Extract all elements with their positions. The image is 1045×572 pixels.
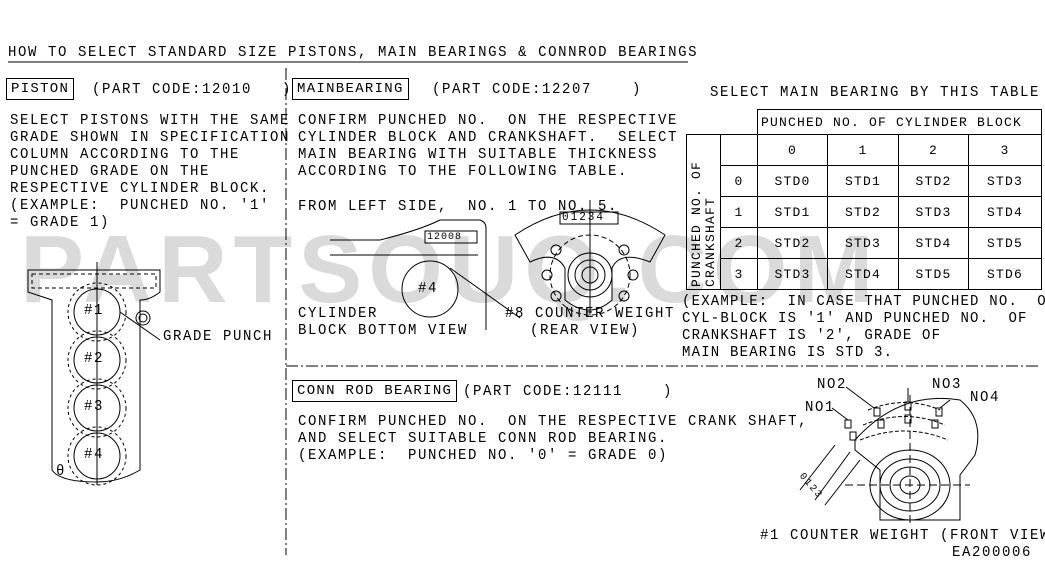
front-view-caption: #1 COUNTER WEIGHT (FRONT VIEW [760, 527, 1045, 545]
row-header-line: CRANKSHAFT [703, 196, 718, 287]
block-caption-2: BLOCK BOTTOM VIEW [298, 322, 469, 340]
text-line: GRADE SHOWN IN SPECIFICATION [10, 129, 291, 147]
text-line: CONFIRM PUNCHED NO. ON THE RESPECTIVE CR… [298, 413, 809, 431]
col-key: 3 [968, 134, 1042, 166]
col-key: 1 [827, 134, 899, 166]
text-line: CYL-BLOCK IS '1' AND PUNCHED NO. OF [682, 310, 1028, 328]
cell: STD3 [968, 165, 1042, 197]
col-key: 2 [898, 134, 969, 166]
text-line: RESPECTIVE CYLINDER BLOCK. [10, 180, 271, 198]
col-key: 0 [757, 134, 828, 166]
main-bearing-instructions: CONFIRM PUNCHED NO. ON THE RESPECTIVE CY… [298, 113, 678, 181]
cell: STD1 [757, 196, 828, 228]
cell: STD5 [898, 258, 969, 290]
cw-caption-2: (REAR VIEW) [530, 322, 641, 340]
block-stamp: 12008 [427, 231, 463, 244]
cell: STD4 [968, 196, 1042, 228]
conn-rod-instructions: CONFIRM PUNCHED NO. ON THE RESPECTIVE CR… [298, 414, 808, 465]
piston-instructions: SELECT PISTONS WITH THE SAME GRADE SHOWN… [10, 113, 290, 232]
cylinder-label-2: #2 [84, 350, 105, 368]
table-row: 2 STD2 STD3 STD4 STD5 [687, 227, 1042, 259]
cell: STD6 [968, 258, 1042, 290]
main-bearing-part-code: (PART CODE:12207 ) [432, 81, 643, 99]
cell: STD4 [827, 258, 899, 290]
cell: STD1 [827, 165, 899, 197]
figure-id: EA200006 [952, 544, 1033, 562]
main-bearing-table: PUNCHED NO. OF CYLINDER BLOCK PUNCHED NO… [686, 109, 1042, 290]
cell: STD5 [968, 227, 1042, 259]
from-left-side-note: FROM LEFT SIDE, NO. 1 TO NO. 5. [298, 198, 619, 216]
cell: STD3 [827, 227, 899, 259]
text-line: MAIN BEARING WITH SUITABLE THICKNESS [298, 146, 659, 164]
text-line: COLUMN ACCORDING TO THE [10, 146, 241, 164]
table-title: SELECT MAIN BEARING BY THIS TABLE [710, 84, 1041, 102]
text-line: MAIN BEARING IS STD 3. [682, 344, 894, 362]
text-line: CRANKSHAFT IS '2', GRADE OF [682, 327, 942, 345]
conn-rod-part-code: (PART CODE:12111 ) [463, 383, 674, 401]
block-bottom-view-drawing [330, 219, 521, 330]
cw-caption-1: #8 COUNTER WEIGHT [505, 305, 676, 323]
cell: STD4 [898, 227, 969, 259]
text-line: CONFIRM PUNCHED NO. ON THE RESPECTIVE [298, 112, 679, 130]
row-key: 1 [720, 196, 758, 228]
row-header-line: PUNCHED NO. OF [689, 160, 704, 287]
row-key: 3 [720, 258, 758, 290]
col-header: PUNCHED NO. OF CYLINDER BLOCK [757, 109, 1042, 135]
text-line: PUNCHED GRADE ON THE [10, 163, 211, 181]
counter-weight-front-drawing [799, 386, 979, 525]
piston-heading: PISTON [6, 78, 75, 100]
no1-label: NO1 [805, 399, 836, 417]
table-row: 0 STD0 STD1 STD2 STD3 [687, 165, 1042, 197]
no2-label: NO2 [817, 376, 848, 394]
no4-label: NO4 [970, 389, 1001, 407]
text-line: (EXAMPLE: PUNCHED NO. '1' [10, 197, 271, 215]
text-line: CYLINDER BLOCK AND CRANKSHAFT. SELECT [298, 129, 679, 147]
cylinder-4-label: #4 [418, 280, 439, 298]
no3-label: NO3 [932, 376, 963, 394]
block-caption-1: CYLINDER [298, 305, 379, 323]
text-line: (EXAMPLE: PUNCHED NO. '0' = GRADE 0) [298, 447, 669, 465]
text-line: (EXAMPLE: IN CASE THAT PUNCHED NO. OF [682, 293, 1045, 311]
row-key: 0 [720, 165, 758, 197]
text-line: = GRADE 1) [10, 214, 111, 232]
counter-weight-rear-drawing [514, 200, 666, 316]
cell: STD2 [827, 196, 899, 228]
cylinder-label-3: #3 [84, 398, 105, 416]
crank-stamp: 01234 [562, 211, 606, 225]
row-header: PUNCHED NO. OF CRANKSHAFT [686, 134, 721, 290]
main-bearing-heading: MAINBEARING [292, 78, 409, 100]
text-line: SELECT PISTONS WITH THE SAME [10, 112, 291, 130]
cylinder-block-drawing [27, 262, 161, 486]
conn-rod-heading: CONN ROD BEARING [292, 380, 458, 402]
text-line: AND SELECT SUITABLE CONN ROD BEARING. [298, 430, 669, 448]
piston-part-code: (PART CODE:12010 ) [92, 81, 293, 99]
table-row: 3 STD3 STD4 STD5 STD6 [687, 258, 1042, 290]
cell: STD3 [898, 196, 969, 228]
main-bearing-example: (EXAMPLE: IN CASE THAT PUNCHED NO. OF CY… [682, 294, 1045, 362]
table-row: 1 STD1 STD2 STD3 STD4 [687, 196, 1042, 228]
cell: STD2 [757, 227, 828, 259]
text-line: ACCORDING TO THE FOLLOWING TABLE. [298, 163, 629, 181]
theta-label: θ [56, 463, 67, 481]
grade-punch-label: GRADE PUNCH [163, 328, 274, 346]
row-key: 2 [720, 227, 758, 259]
cell: STD3 [757, 258, 828, 290]
cell: STD2 [898, 165, 969, 197]
cell: STD0 [757, 165, 828, 197]
page-title: HOW TO SELECT STANDARD SIZE PISTONS, MAI… [8, 44, 699, 62]
cylinder-label-4: #4 [84, 446, 105, 464]
cylinder-label-1: #1 [84, 302, 105, 320]
